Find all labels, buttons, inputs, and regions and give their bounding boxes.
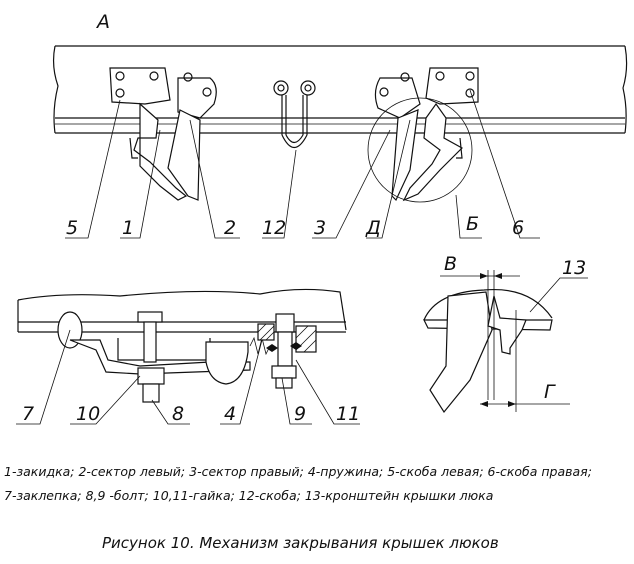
label-2: 2 <box>224 217 236 239</box>
label-5: 5 <box>66 217 78 239</box>
label-6: 6 <box>512 217 524 239</box>
label-10: 10 <box>76 403 100 425</box>
section-view <box>17 288 347 403</box>
label-d: Д <box>365 217 381 239</box>
label-7: 7 <box>22 403 34 425</box>
shackle-12 <box>273 80 316 149</box>
label-13: 13 <box>562 257 586 279</box>
left-bracket-5 <box>109 67 171 105</box>
right-latch <box>402 102 463 202</box>
legend-line-1: 1-закидка; 2-сектор левый; 3-сектор прав… <box>4 464 592 479</box>
label-11: 11 <box>336 403 360 425</box>
label-8: 8 <box>172 403 184 425</box>
leader-lines-section <box>16 329 360 425</box>
left-sector-2 <box>167 72 217 201</box>
right-bracket-6 <box>425 67 479 105</box>
figure-caption: Рисунок 10. Механизм закрывания крышек л… <box>102 534 499 552</box>
label-b: Б <box>466 213 479 235</box>
label-3: 3 <box>314 217 326 239</box>
view-label-a: А <box>95 11 110 33</box>
leader-lines-top <box>65 89 540 239</box>
detail-circle-b <box>367 97 473 203</box>
label-1: 1 <box>122 217 134 239</box>
label-g: Г <box>544 381 556 403</box>
detail-view-b <box>423 270 588 414</box>
label-9: 9 <box>294 403 306 425</box>
label-4: 4 <box>224 403 236 425</box>
right-sector-3 <box>374 72 421 202</box>
label-v: В <box>444 253 457 275</box>
label-12: 12 <box>262 217 286 239</box>
left-latch-1 <box>129 102 188 201</box>
legend-line-2: 7-заклепка; 8,9 -болт; 10,11-гайка; 12-с… <box>4 488 493 503</box>
